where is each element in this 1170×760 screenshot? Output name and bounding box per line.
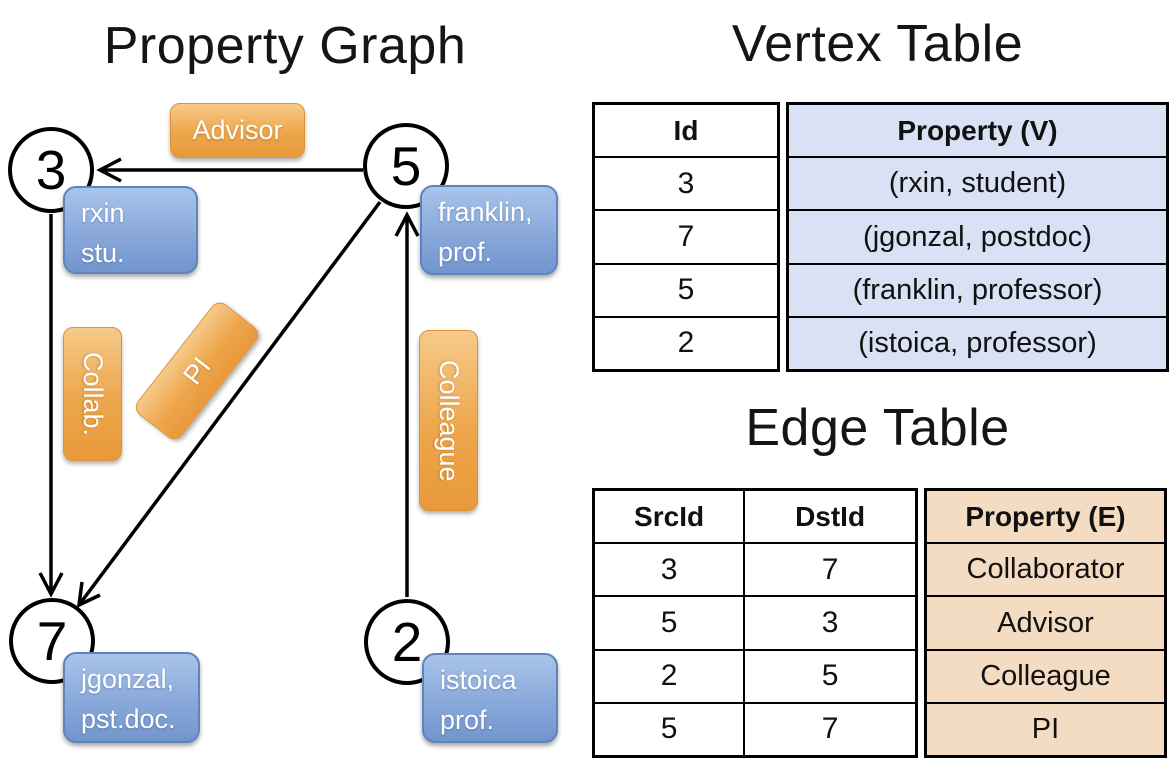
table-cell: Collaborator <box>927 542 1164 596</box>
table-cell: (franklin, professor) <box>789 262 1166 316</box>
graph-node-3: 3 <box>8 127 94 213</box>
table-cell: 2 <box>660 659 678 693</box>
vertex-table-id-column: Id 3 7 5 2 <box>592 102 780 372</box>
vertex-label-line: prof. <box>438 237 493 267</box>
column-header-id: Id <box>673 114 699 146</box>
vertex-label-line: pst.doc. <box>81 704 176 734</box>
vertex-label-franklin: franklin, prof. <box>420 185 558 275</box>
edge-table-property-column: Property (E) Collaborator Advisor Collea… <box>924 488 1167 758</box>
table-cell: 2 <box>595 315 777 369</box>
graph-node-2: 2 <box>364 599 450 685</box>
edge-2-to-5-colleague-arrow <box>394 211 420 597</box>
table-cell: 3 <box>743 597 915 649</box>
table-cell: (istoica, professor) <box>789 315 1166 370</box>
vertex-label-line: prof. <box>440 705 495 735</box>
table-cell: (jgonzal, postdoc) <box>789 209 1166 263</box>
table-cell: 5 <box>743 650 915 702</box>
column-header-srcid: SrcId <box>634 500 705 532</box>
table-cell: 3 <box>595 156 777 209</box>
table-cell: PI <box>927 701 1164 756</box>
edge-label-collab: Collab. <box>63 327 122 461</box>
table-cell: 3 <box>660 552 678 586</box>
vertex-table: Id 3 7 5 2 Property (V) (rxin, student) … <box>592 102 1169 372</box>
table-row: 2 5 <box>595 648 915 702</box>
edge-label-colleague: Colleague <box>419 330 478 511</box>
vertex-label-line: rxin <box>81 198 125 228</box>
table-cell: 5 <box>595 262 777 316</box>
edge-label-advisor: Advisor <box>170 103 305 158</box>
vertex-table-title: Vertex Table <box>731 15 1024 73</box>
vertex-table-property-column: Property (V) (rxin, student) (jgonzal, p… <box>786 102 1169 372</box>
table-cell: (rxin, student) <box>789 156 1166 210</box>
graph-edges <box>38 157 420 608</box>
vertex-label-rxin: rxin stu. <box>63 186 198 274</box>
table-cell: Advisor <box>927 595 1164 649</box>
vertex-label-line: stu. <box>81 238 125 268</box>
table-cell: Colleague <box>927 648 1164 702</box>
vertex-label-line: franklin, <box>438 197 533 227</box>
node-id-label: 5 <box>390 135 422 197</box>
edge-table-title: Edge Table <box>745 399 1010 457</box>
node-id-label: 2 <box>391 611 423 673</box>
table-cell: 7 <box>743 703 915 756</box>
vertex-label-jgonzal: jgonzal, pst.doc. <box>63 652 200 743</box>
edge-5-to-3-advisor-arrow <box>96 157 363 183</box>
table-cell: 7 <box>595 209 777 262</box>
edge-3-to-7-collab-arrow <box>38 214 64 598</box>
column-header-dstid: DstId <box>743 491 915 543</box>
table-cell: 5 <box>660 712 678 746</box>
column-header-property-v: Property (V) <box>789 105 1166 157</box>
table-row: 3 7 <box>595 542 915 596</box>
table-row: 5 3 <box>595 595 915 649</box>
node-id-label: 3 <box>35 139 67 201</box>
edge-5-to-7-pi-arrow <box>76 200 382 608</box>
column-header-property-e: Property (E) <box>927 491 1164 543</box>
edge-table: SrcId DstId 3 7 5 3 2 5 5 7 Property (E)… <box>592 488 1167 758</box>
vertex-label-line: istoica <box>440 665 517 695</box>
table-cell: 5 <box>660 606 678 639</box>
node-id-label: 7 <box>36 610 68 672</box>
vertex-label-istoica: istoica prof. <box>422 653 558 743</box>
edge-table-id-columns: SrcId DstId 3 7 5 3 2 5 5 7 <box>592 488 918 758</box>
property-graph-title: Property Graph <box>103 17 467 75</box>
table-row: 5 7 <box>595 701 915 756</box>
vertex-label-line: jgonzal, <box>81 664 175 694</box>
table-cell: 7 <box>743 544 915 596</box>
